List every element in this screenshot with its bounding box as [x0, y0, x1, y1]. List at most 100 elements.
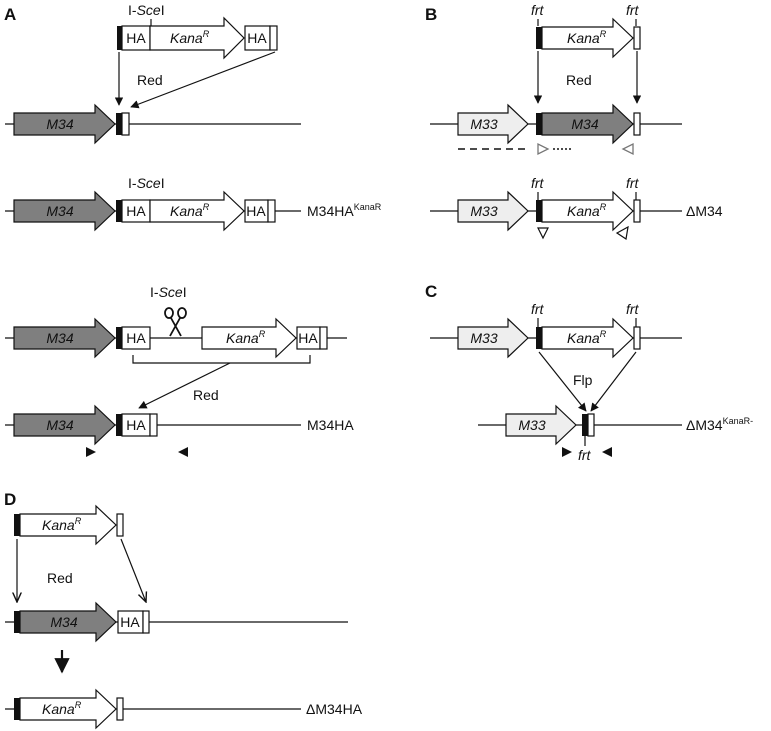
ha-label: HA	[126, 30, 146, 46]
scei-label-top: I-SceI	[128, 2, 165, 18]
m33-label: M33	[470, 330, 497, 346]
ha-label: HA	[126, 330, 146, 346]
frt-box	[116, 697, 124, 721]
frt-block	[14, 611, 20, 633]
ha-box	[121, 326, 151, 350]
scei-label-mid: I-SceI	[128, 175, 165, 191]
m33-gene-arrow	[457, 190, 529, 232]
m34-gene-arrow	[13, 103, 116, 145]
panel-a-label: A	[4, 5, 16, 24]
frt-label: frt	[626, 175, 640, 191]
primer-forward-icon	[537, 227, 549, 240]
frt-box	[633, 26, 641, 50]
kanar-label: KanaR	[170, 29, 210, 46]
panel-d: D KanaR Red M34 HA KanaR ΔM34HA	[4, 490, 363, 730]
recomb-arrow-right	[130, 51, 276, 109]
construct-m34ha-kanar: M34HAKanaR	[307, 202, 382, 219]
primer-reverse-icon	[615, 225, 629, 241]
frt-block	[116, 200, 122, 222]
primer-reverse-icon	[621, 142, 634, 156]
primer-forward-icon	[562, 447, 572, 457]
frt-box	[633, 326, 641, 350]
primer-reverse-icon	[178, 447, 188, 457]
primer-forward-icon	[537, 142, 550, 156]
scissors-icon	[164, 307, 187, 337]
frt-block	[536, 327, 542, 349]
frt-block	[14, 514, 20, 536]
construct-delta-m34-kanar-minus: ΔM34KanaR-	[686, 416, 753, 433]
frt-block	[116, 327, 122, 349]
kanar-arrow	[201, 317, 297, 359]
m34-label: M34	[571, 116, 598, 132]
frt-box	[633, 199, 641, 223]
m33-label: M33	[470, 116, 497, 132]
frt-box	[319, 326, 328, 350]
kanar-label: KanaR	[567, 329, 607, 346]
frt-box	[633, 112, 641, 136]
frt-block	[14, 698, 20, 720]
flp-label: Flp	[573, 372, 593, 388]
frt-label: frt	[578, 447, 592, 463]
recomb-arrow	[138, 362, 231, 409]
kanar-arrow	[19, 688, 117, 730]
frt-block	[117, 26, 122, 50]
m33-label: M33	[470, 203, 497, 219]
kanar-arrow	[19, 504, 117, 546]
m34-label: M34	[46, 330, 73, 346]
flp-arrow-left	[538, 351, 587, 412]
m33-gene-arrow	[505, 404, 577, 446]
frt-label: frt	[531, 2, 545, 18]
frt-box	[142, 610, 150, 634]
panel-d-label: D	[4, 490, 16, 509]
m34-label: M34	[46, 116, 73, 132]
panel-b-label: B	[425, 5, 437, 24]
m34-label: M34	[46, 417, 73, 433]
kanar-arrow	[149, 16, 245, 60]
m34-label: M34	[46, 203, 73, 219]
m34-gene-arrow	[13, 190, 116, 232]
frt-box	[116, 513, 124, 537]
m33-label: M33	[518, 417, 545, 433]
kanar-arrow	[149, 190, 245, 232]
kanar-arrow	[541, 17, 634, 59]
m33-gene-arrow	[457, 103, 529, 145]
primer-reverse-icon	[602, 447, 612, 457]
kanar-label: KanaR	[226, 329, 266, 346]
ha-label-2: HA	[246, 203, 266, 219]
donor-cassette-d: KanaR	[14, 504, 124, 546]
frt-box	[121, 112, 130, 136]
frt-block	[582, 414, 588, 436]
red-label-a1: Red	[137, 72, 163, 88]
frt-box	[149, 413, 158, 437]
scei-label-bottom: I-SceI	[150, 284, 187, 300]
m34-gene-arrow	[13, 404, 116, 446]
kanar-label: KanaR	[567, 29, 607, 46]
flp-arrow-right	[590, 351, 637, 412]
m34-gene-arrow	[541, 103, 634, 145]
m34-gene-arrow	[13, 317, 116, 359]
kanar-label: KanaR	[42, 700, 82, 717]
m34-gene-arrow	[19, 601, 117, 643]
kanar-label: KanaR	[170, 202, 210, 219]
primer-forward-icon	[86, 447, 96, 457]
donor-cassette-a: HA KanaR HA	[117, 16, 278, 60]
construct-delta-m34: ΔM34	[686, 203, 723, 219]
frt-block	[116, 414, 122, 436]
frt-label: frt	[626, 2, 640, 18]
red-label-b: Red	[566, 72, 592, 88]
frt-block	[116, 113, 122, 135]
m33-gene-arrow	[457, 317, 529, 359]
construct-m34ha: M34HA	[307, 417, 354, 433]
ha-label: HA	[126, 203, 146, 219]
construct-delta-m34ha: ΔM34HA	[306, 701, 363, 717]
frt-box	[269, 25, 278, 51]
frt-box	[267, 199, 276, 223]
frt-box	[587, 413, 595, 437]
ha-label: HA	[120, 614, 140, 630]
frt-label: frt	[626, 301, 640, 317]
kanar-arrow	[541, 317, 634, 359]
panel-c: C frt frt M33 KanaR Flp M33 frt ΔM34Kana…	[425, 282, 753, 463]
panel-c-label: C	[425, 282, 437, 301]
kanar-arrow	[541, 190, 634, 232]
